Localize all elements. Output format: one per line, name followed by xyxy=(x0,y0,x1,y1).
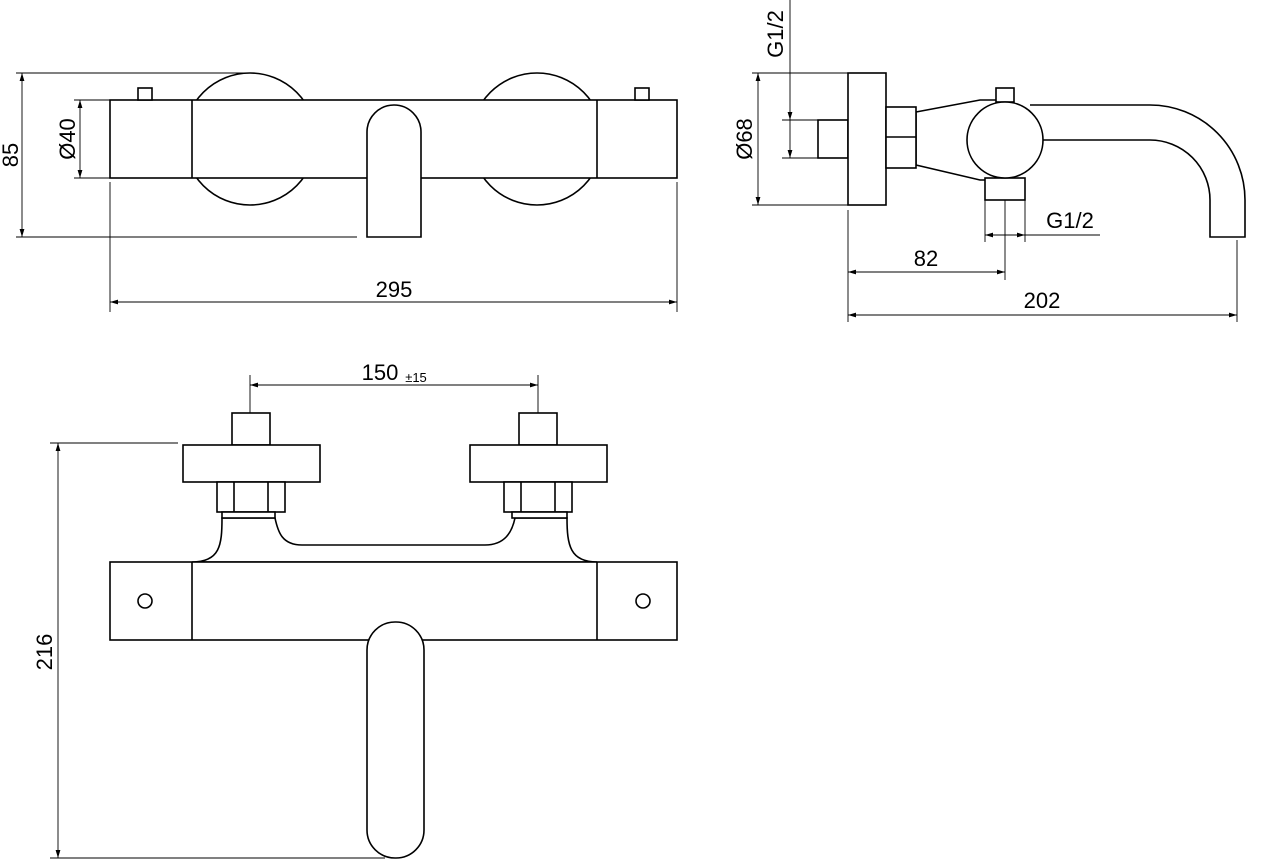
front-view: 85 Ø40 295 xyxy=(0,72,678,312)
side-view: Ø68 G1/2 G1/2 82 202 xyxy=(732,0,1246,322)
mixer-body-top xyxy=(109,561,678,641)
plate-diameter-dimension: Ø68 xyxy=(732,118,757,160)
left-hole xyxy=(137,593,153,609)
total-depth-dimension: 202 xyxy=(1024,288,1061,313)
body-section xyxy=(966,101,1044,179)
diameter-dimension: Ø40 xyxy=(55,118,80,160)
outlet-thread-label: G1/2 xyxy=(1046,208,1094,233)
width-dimension: 295 xyxy=(376,277,413,302)
outlet-nut xyxy=(984,177,1026,201)
top-view: 150 ±15 216 xyxy=(32,360,678,859)
centers-dimension: 150 xyxy=(362,360,399,385)
left-inlet xyxy=(182,412,321,519)
right-pin xyxy=(634,87,650,101)
left-pin xyxy=(137,87,153,101)
height-dimension: 85 xyxy=(0,143,23,167)
inlet-thread-label: G1/2 xyxy=(763,10,788,58)
body-depth-dimension: 82 xyxy=(914,246,938,271)
right-hole xyxy=(635,593,651,609)
depth-dimension: 216 xyxy=(32,634,57,671)
spout-top xyxy=(366,621,425,859)
spout-profile xyxy=(1030,104,1246,238)
bridge xyxy=(191,517,598,563)
wall-plate xyxy=(847,72,887,206)
right-inlet xyxy=(469,412,608,519)
inlet-thread xyxy=(817,119,849,159)
top-pin xyxy=(995,87,1015,103)
spout xyxy=(366,104,422,238)
centers-tolerance: ±15 xyxy=(405,370,427,385)
